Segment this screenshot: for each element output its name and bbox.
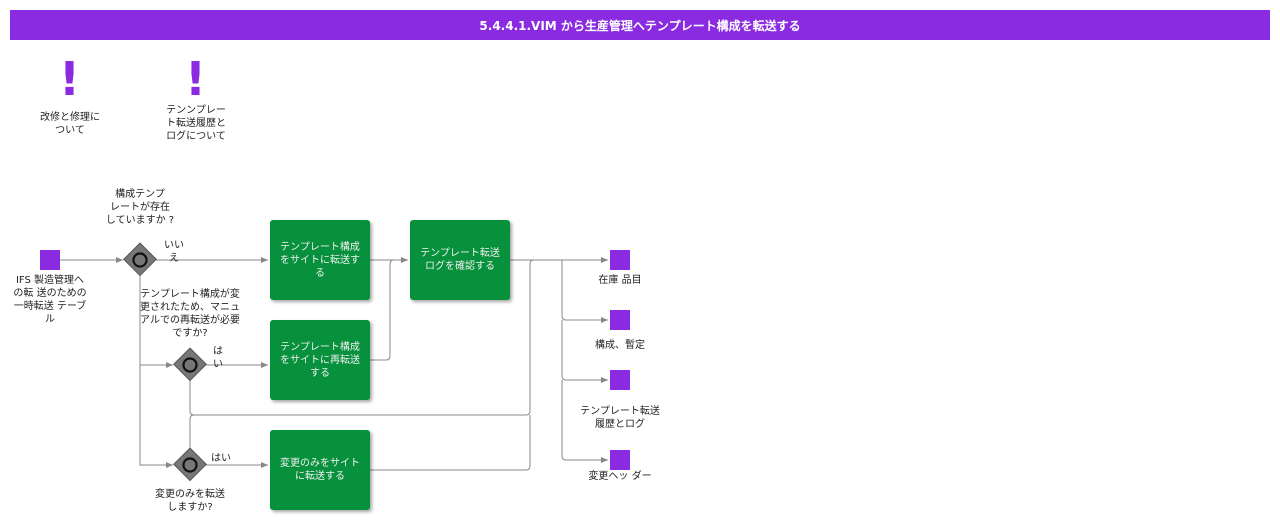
task-label: 変更のみをサイト に転送する xyxy=(280,458,360,482)
task-transfer-changes[interactable]: 変更のみをサイト に転送する xyxy=(270,430,370,510)
gateway1-question: 構成テンプ レートが存在 していますか ? xyxy=(105,189,175,226)
flow-gateway3-bypass xyxy=(189,414,195,449)
exclamation-icon[interactable]: ! xyxy=(59,52,80,106)
task-label: テンプレート転送 ログを確認する xyxy=(420,248,500,272)
annotation-label-2: テンンプレー ト転送履歴と ログについて xyxy=(166,105,226,142)
gateway2-shape xyxy=(173,347,207,382)
task-label: テンプレート構成 をサイトに転送す る xyxy=(280,241,360,279)
gateway3-yes-label: はい xyxy=(211,453,231,464)
output-label: 変更ヘッ ダー xyxy=(588,471,652,482)
task-transfer-template[interactable]: テンプレート構成 をサイトに転送す る xyxy=(270,220,370,300)
task-label: テンプレート構成 をサイトに再転送 する xyxy=(280,341,360,379)
flow-to-output3 xyxy=(561,320,608,383)
output-label: テンプレート転送 履歴とログ xyxy=(580,406,660,430)
start-data-object[interactable] xyxy=(40,250,60,270)
gateway3-question: 変更のみを転送 しますか? xyxy=(155,489,225,513)
gateway1-no-label: いい え xyxy=(164,240,184,264)
diagram-title-text: 5.4.4.1.VIM から生産管理へテンプレート構成を転送する xyxy=(479,18,801,33)
task-check-transfer-log[interactable]: テンプレート転送 ログを確認する xyxy=(410,220,510,300)
diagram-title: 5.4.4.1.VIM から生産管理へテンプレート構成を転送する xyxy=(10,10,1270,40)
annotation-label-1: 改修と修理に ついて xyxy=(40,112,100,136)
flow-task3-to-merge xyxy=(370,415,531,471)
flow-to-output4 xyxy=(561,380,608,463)
start-label: IFS 製造管理へ の転 送のための 一時転送 テーブ ル xyxy=(13,275,87,325)
gateway1-shape xyxy=(123,242,157,277)
output-label: 構成、暫定 xyxy=(595,340,645,351)
gateway2-question: テンプレート構成が変 更されたため、マニュ アルでの再転送が必要 ですか? xyxy=(140,289,240,339)
output-inventory-part[interactable] xyxy=(610,250,630,270)
task-retransfer-template[interactable]: テンプレート構成 をサイトに再転送 する xyxy=(270,320,370,400)
output-change-header[interactable] xyxy=(610,450,630,470)
output-structure-provisional[interactable] xyxy=(610,310,630,330)
flow-gateway1-to-gateway3 xyxy=(139,365,173,468)
output-label: 在庫 品目 xyxy=(598,275,642,286)
gateway3-shape xyxy=(173,447,207,482)
flow-gateway2-bypass xyxy=(189,259,535,416)
flow-to-output2 xyxy=(561,260,608,323)
gateway2-yes-label: は い xyxy=(213,346,223,370)
flow-task2-to-task4 xyxy=(370,259,408,361)
exclamation-icon[interactable]: ! xyxy=(185,52,206,106)
output-transfer-history-log[interactable] xyxy=(610,370,630,390)
